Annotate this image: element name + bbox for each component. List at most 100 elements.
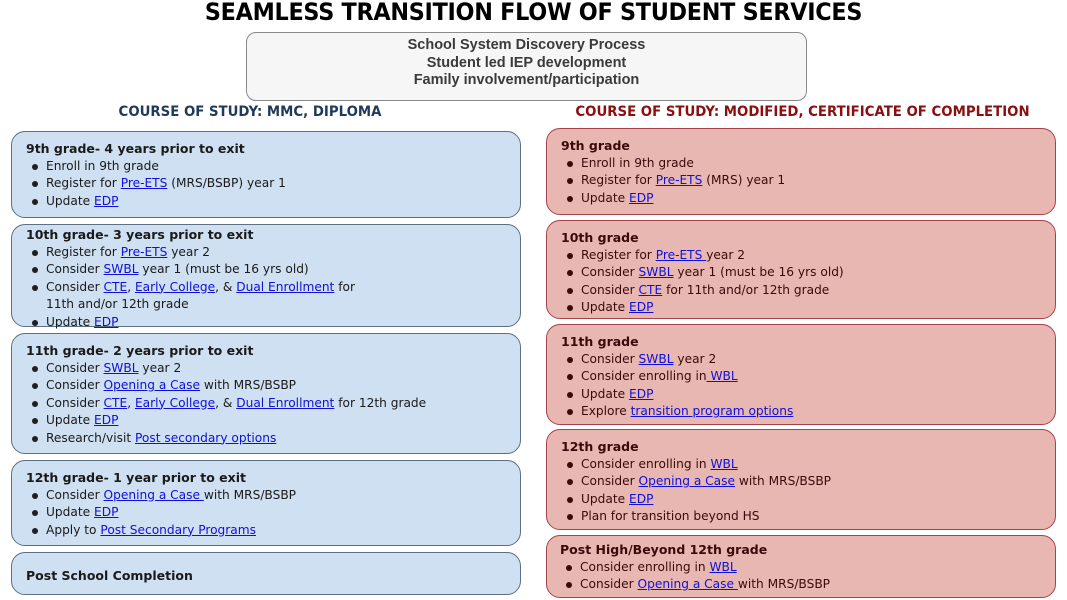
step-list: Register for Pre-ETS year 2 Consider SWBL… [26, 244, 506, 332]
item-text: Consider [46, 395, 104, 410]
link-pre-ets[interactable]: Pre-ETS [120, 244, 168, 259]
list-item: Consider Opening a Case with MRS/BSBP [32, 487, 506, 505]
item-text: Update [581, 386, 630, 401]
item-text: Enroll in 9th grade [581, 155, 694, 170]
link-wbl[interactable]: WBL [706, 369, 738, 383]
item-text: , [127, 395, 135, 410]
link-wbl[interactable]: WBL [709, 559, 737, 574]
item-text: Consider [581, 474, 639, 488]
link-opening-a-case[interactable]: Opening a Case [637, 577, 738, 591]
item-text: Update [46, 413, 95, 427]
link-edp[interactable]: EDP [94, 505, 119, 519]
item-text: (MRS) year 1 [702, 173, 786, 187]
list-item: Register for Pre-ETS (MRS/BSBP) year 1 [32, 175, 506, 193]
list-item: Register for Pre-ETS year 2 [32, 244, 506, 262]
link-swbl[interactable]: SWBL [638, 351, 674, 366]
link-early-college[interactable]: Early College [134, 279, 216, 294]
item-text: with MRS/BSBP [200, 378, 297, 392]
link-edp[interactable]: EDP [629, 190, 654, 205]
item-text: , & [215, 279, 237, 294]
link-pre-ets[interactable]: Pre-ETS [655, 247, 707, 262]
item-text: Consider [580, 577, 638, 591]
link-dual-enrollment[interactable]: Dual Enrollment [236, 279, 335, 294]
item-text: Update [46, 193, 95, 208]
step-list: Consider SWBL year 2 Consider Opening a C… [26, 360, 506, 448]
list-item: Enroll in 9th grade [567, 155, 1041, 173]
link-edp[interactable]: EDP [629, 491, 654, 506]
page-title: SEAMLESS TRANSITION FLOW OF STUDENT SERV… [204, 0, 863, 26]
link-opening-a-case[interactable]: Opening a Case [103, 378, 200, 392]
item-text: year 2 [167, 244, 211, 259]
item-text: Register for [46, 244, 121, 259]
link-early-college[interactable]: Early College [134, 395, 216, 410]
item-text: Explore [581, 404, 631, 418]
list-item: Apply to Post Secondary Programs [32, 522, 506, 540]
box-title: 10th grade [561, 230, 639, 245]
link-post-secondary-programs[interactable]: Post Secondary Programs [100, 522, 256, 537]
link-post-secondary-options[interactable]: Post secondary options [135, 430, 277, 445]
item-text: Consider [581, 282, 639, 297]
link-edp[interactable]: EDP [94, 413, 119, 427]
item-text: for [334, 279, 355, 294]
item-text: Update [581, 491, 630, 506]
box-title: 9th grade- 4 years prior to exit [26, 141, 245, 156]
item-text: , [127, 279, 135, 294]
link-swbl[interactable]: SWBL [638, 265, 674, 279]
item-text: Plan for transition beyond HS [581, 509, 760, 523]
list-item: Plan for transition beyond HS [567, 508, 1041, 526]
item-text: Register for [581, 247, 656, 262]
list-item: Consider CTE for 11th and/or 12th grade [567, 282, 1041, 300]
item-text: year 2 [138, 360, 182, 375]
list-item: Consider enrolling in WBL [567, 456, 1041, 474]
item-text: Update [46, 314, 95, 329]
right-column-heading: COURSE OF STUDY: MODIFIED, CERTIFICATE O… [575, 104, 1030, 120]
item-text: , & [215, 395, 237, 410]
item-text: Research/visit [46, 430, 135, 445]
item-text: Consider [46, 279, 104, 294]
list-item: Consider Opening a Case with MRS/BSBP [567, 473, 1041, 491]
link-edp[interactable]: EDP [94, 314, 119, 329]
list-item: Research/visit Post secondary options [32, 430, 506, 448]
list-item: Update EDP [567, 386, 1041, 404]
link-edp[interactable]: EDP [629, 386, 654, 401]
intro-box: School System Discovery Process Student … [246, 32, 807, 101]
item-text: Consider [46, 360, 104, 375]
link-edp[interactable]: EDP [629, 300, 654, 314]
box-title: 12th grade [561, 439, 639, 454]
item-text: Register for [581, 173, 656, 187]
item-text: Consider [581, 265, 639, 279]
link-opening-a-case[interactable]: Opening a Case [103, 487, 204, 502]
link-pre-ets[interactable]: Pre-ETS [120, 176, 168, 190]
link-swbl[interactable]: SWBL [103, 360, 139, 375]
list-item: Consider SWBL year 2 [567, 351, 1041, 369]
list-item: Update EDP [32, 504, 506, 522]
intro-line: Family involvement/participation [413, 72, 640, 88]
item-text: Update [46, 505, 95, 519]
list-item: Update EDP [32, 314, 506, 332]
link-swbl[interactable]: SWBL [103, 262, 139, 276]
link-wbl[interactable]: WBL [710, 456, 738, 471]
item-text: year 1 (must be 16 yrs old) [138, 262, 309, 276]
link-pre-ets[interactable]: Pre-ETS [655, 173, 703, 187]
link-transition-program-options[interactable]: transition program options [630, 404, 794, 418]
item-text: Register for [46, 176, 121, 190]
list-item: Register for Pre-ETS year 2 [567, 247, 1041, 265]
link-cte[interactable]: CTE [103, 279, 128, 294]
link-cte[interactable]: CTE [103, 395, 128, 410]
list-item: Enroll in 9th grade [32, 158, 506, 176]
item-text: with MRS/BSBP [203, 487, 297, 502]
list-item: Consider Opening a Case with MRS/BSBP [32, 377, 506, 395]
list-item: Consider CTE, Early College, & Dual Enro… [32, 395, 506, 413]
link-dual-enrollment[interactable]: Dual Enrollment [236, 395, 335, 410]
link-edp[interactable]: EDP [94, 193, 119, 208]
list-item: Register for Pre-ETS (MRS) year 1 [567, 172, 1041, 190]
item-text: year 2 [673, 351, 717, 366]
link-opening-a-case[interactable]: Opening a Case [638, 474, 735, 488]
link-cte[interactable]: CTE [638, 282, 663, 297]
